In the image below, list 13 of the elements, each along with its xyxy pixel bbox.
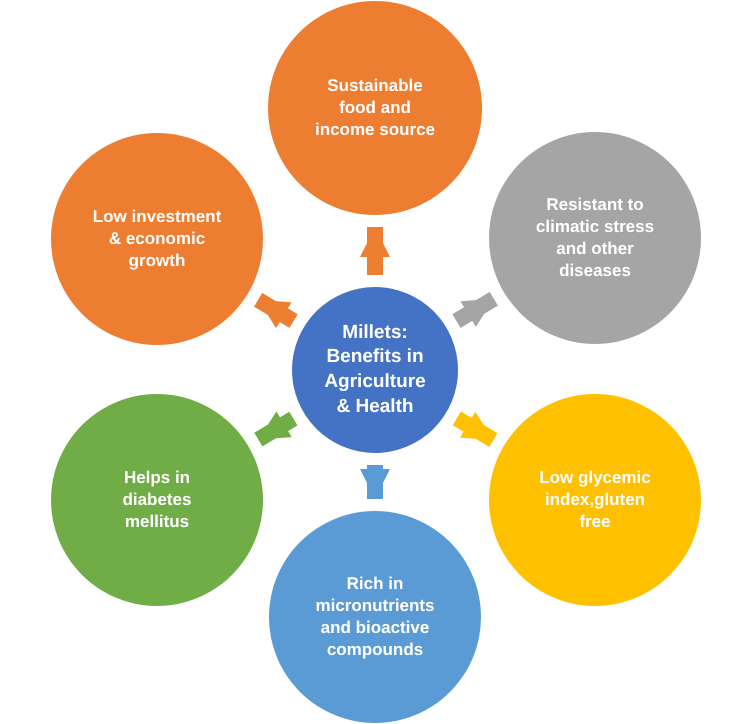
arrow xyxy=(254,411,298,446)
node-label: Low investment & economic growth xyxy=(92,206,222,272)
node-label: Sustainable food and income source xyxy=(314,74,436,142)
node-label: Resistant to climatic stress and other diseases xyxy=(534,194,656,282)
arrow xyxy=(360,227,390,275)
node-label: Rich in micronutrients and bioactive compounds xyxy=(314,572,436,662)
arrow xyxy=(452,411,498,447)
node-label: Millets: Benefits in Agriculture & Health xyxy=(323,320,427,419)
arrow xyxy=(360,465,390,499)
node-label: Helps in diabetes mellitus xyxy=(122,466,192,534)
arrow xyxy=(254,292,298,328)
arrow xyxy=(452,292,498,328)
node-label: Low glycemic index,gluten free xyxy=(538,466,652,534)
